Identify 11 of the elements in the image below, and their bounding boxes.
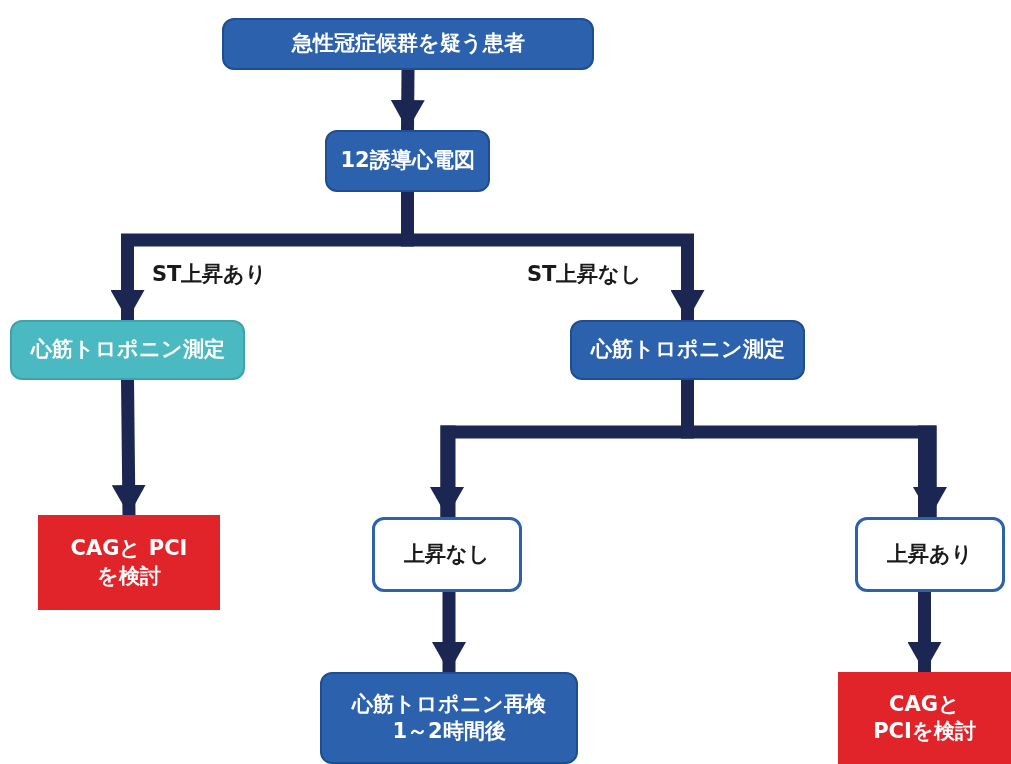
result-box: 上昇なし [372, 517, 522, 592]
process-box: 心筋トロポニン再検 1～2時間後 [320, 672, 578, 764]
process-box: 急性冠症候群を疑う患者 [222, 18, 594, 70]
process-box: 12誘導心電図 [325, 130, 490, 192]
result-box: CAGと PCIを検討 [838, 672, 1011, 764]
result-box: 上昇あり [855, 517, 1005, 592]
arrow [390, 69, 425, 131]
result-box: CAGと PCIを検討 [38, 515, 220, 610]
arrow [111, 379, 146, 516]
process-box: 心筋トロポニン測定 [10, 320, 245, 380]
process-box: 心筋トロポニン測定 [570, 320, 805, 380]
